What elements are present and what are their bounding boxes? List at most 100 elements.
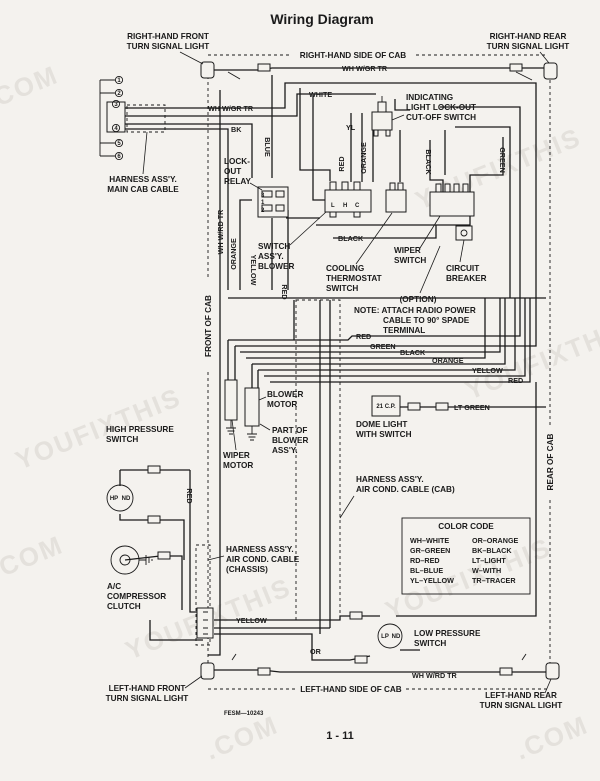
- indicating-light-label-2: LIGHT LOCK-OUT: [406, 103, 476, 112]
- low-pressure-label-1: LOW PRESSURE: [414, 629, 481, 638]
- wiper-switch-label-2: SWITCH: [394, 256, 426, 265]
- radio-note-4: TERMINAL: [383, 326, 425, 335]
- ac-cable-cab-label-1: HARNESS ASS'Y.: [356, 475, 424, 484]
- wire-label-yellow-lower: YELLOW: [236, 616, 267, 625]
- lh-rear-turn-label-2: TURN SIGNAL LIGHT: [480, 701, 563, 710]
- blower-motor-label-1: BLOWER: [267, 390, 303, 399]
- blower-motor-label-2: MOTOR: [267, 400, 297, 409]
- wire-label-wh-wgr-tr-left: WH W/GR TR: [208, 104, 254, 113]
- ac-cable-chassis-outline: [195, 544, 211, 646]
- color-code-legend: [401, 517, 531, 595]
- circuit-breaker: [455, 225, 473, 241]
- wiper-switch-label-1: WIPER: [394, 246, 421, 255]
- main-harness-connector: [99, 75, 166, 161]
- terminal-3: 3: [114, 102, 118, 108]
- dome-light-label-1: DOME LIGHT: [356, 420, 407, 429]
- wire-label-yellow-vert: YELLOW: [249, 255, 258, 286]
- diagram-title: Wiring Diagram: [270, 11, 373, 27]
- watermark-8: .COM: [511, 709, 593, 765]
- wire-label-lt-green: LT GREEN: [454, 403, 490, 412]
- watermark-4: .COM: [0, 529, 68, 585]
- terminal-2: 2: [117, 91, 121, 97]
- wire-label-green-vert: GREEN: [498, 147, 507, 173]
- wiper-motor: [224, 379, 238, 435]
- relay-pin-1: 1: [261, 200, 265, 206]
- wire-label-black-run: BLACK: [400, 348, 426, 357]
- radio-note-3: CABLE TO 90° SPADE: [383, 316, 470, 325]
- lh-front-turn-label-1: LEFT-HAND FRONT: [109, 684, 186, 693]
- main-harness-label-1: HARNESS ASS'Y.: [109, 175, 177, 184]
- color-code-left-2: GR–GREEN: [410, 546, 450, 555]
- part-of-blower-label-1: PART OF: [272, 426, 307, 435]
- wire-label-wh-wrd-tr-vert: WH W/RD TR: [216, 209, 225, 255]
- relay-pin-3: 3: [261, 193, 265, 199]
- wire-label-yellow-run: YELLOW: [472, 366, 503, 375]
- lp-nd-mark: ND: [392, 634, 401, 640]
- wiper-switch: [429, 183, 475, 217]
- radio-note-2: NOTE: ATTACH RADIO POWER: [354, 306, 476, 315]
- lh-side-label: LEFT-HAND SIDE OF CAB: [300, 685, 402, 694]
- watermark-7: .COM: [201, 709, 283, 765]
- radio-note-1: (OPTION): [400, 295, 437, 304]
- lp-mark: LP: [381, 634, 389, 640]
- color-code-right-3: LT–LIGHT: [472, 556, 506, 565]
- dome-light: [371, 395, 401, 417]
- wire-label-red-run: RED: [356, 332, 371, 341]
- wire-bundle: [119, 63, 546, 676]
- page-number: 1 - 11: [326, 730, 354, 742]
- switch-blower-label-2: ASS'Y.: [258, 252, 284, 261]
- color-code-right-5: TR–TRACER: [472, 576, 516, 585]
- low-pressure-label-2: SWITCH: [414, 639, 446, 648]
- low-pressure-switch: [377, 623, 403, 649]
- rh-rear-turn-label-1: RIGHT-HAND REAR: [490, 32, 567, 41]
- lh-rear-turn-light: [545, 662, 560, 680]
- wire-label-orange-switch: ORANGE: [359, 142, 368, 174]
- ac-cable-cab-label-2: AIR COND. CABLE (CAB): [356, 485, 455, 494]
- rh-rear-turn-label-2: TURN SIGNAL LIGHT: [487, 42, 570, 51]
- ac-cable-chassis-label-1: HARNESS ASS'Y.: [226, 545, 294, 554]
- watermark-6: YOUFIXTHIS: [381, 532, 555, 626]
- wire-label-orange-run: ORANGE: [432, 356, 464, 365]
- lockout-label-2: OUT: [224, 167, 241, 176]
- wire-label-yl: YL: [346, 123, 356, 132]
- lockout-label-1: LOCK-: [224, 157, 250, 166]
- indicating-light-switch: [371, 96, 393, 137]
- wire-label-wh-wrd-tr-bottom: WH W/RD TR: [412, 671, 458, 680]
- blower-motor: [244, 387, 260, 441]
- wire-label-black-mid: BLACK: [338, 234, 364, 243]
- switch-blower-label-3: BLOWER: [258, 262, 294, 271]
- ac-compressor-clutch: [110, 545, 153, 575]
- wire-label-red-hp: RED: [185, 488, 194, 503]
- switch-pin-c: C: [355, 203, 360, 209]
- rh-front-turn-label-1: RIGHT-HAND FRONT: [127, 32, 209, 41]
- high-pressure-label-1: HIGH PRESSURE: [106, 425, 174, 434]
- main-harness-label-2: MAIN CAB CABLE: [107, 185, 179, 194]
- compressor-label-3: CLUTCH: [107, 602, 141, 611]
- rh-side-label: RIGHT-HAND SIDE OF CAB: [300, 51, 407, 60]
- wire-label-wh-wgr-tr-top: WH W/GR TR: [342, 64, 388, 73]
- lh-front-turn-light: [200, 662, 215, 680]
- lh-front-turn-label-2: TURN SIGNAL LIGHT: [106, 694, 189, 703]
- wire-label-red-run-2: RED: [508, 376, 523, 385]
- rh-front-turn-light: [200, 61, 215, 79]
- lockout-label-3: RELAY: [224, 177, 252, 186]
- color-code-left-4: BL–BLUE: [410, 566, 443, 575]
- indicating-light-label-1: INDICATING: [406, 93, 453, 102]
- part-of-blower-label-2: BLOWER: [272, 436, 308, 445]
- ac-cable-cab-outline: [295, 299, 341, 621]
- wire-label-red-vert: RED: [280, 284, 289, 299]
- wiper-motor-label-1: WIPER: [223, 451, 250, 460]
- dome-box-text: 21 C.P.: [376, 404, 396, 410]
- color-code-title: COLOR CODE: [438, 522, 494, 531]
- wire-label-blue: BLUE: [263, 137, 272, 157]
- cooling-label-2: THERMOSTAT: [326, 274, 382, 283]
- hp-mark: HP: [110, 496, 118, 502]
- compressor-label-1: A/C: [107, 582, 121, 591]
- switch-blower-label-1: SWITCH: [258, 242, 290, 251]
- wire-label-white: WHITE: [309, 90, 332, 99]
- rh-rear-turn-light: [543, 62, 558, 80]
- wire-label-black-vert: BLACK: [424, 149, 433, 175]
- wire-label-orange-vert: ORANGE: [229, 238, 238, 270]
